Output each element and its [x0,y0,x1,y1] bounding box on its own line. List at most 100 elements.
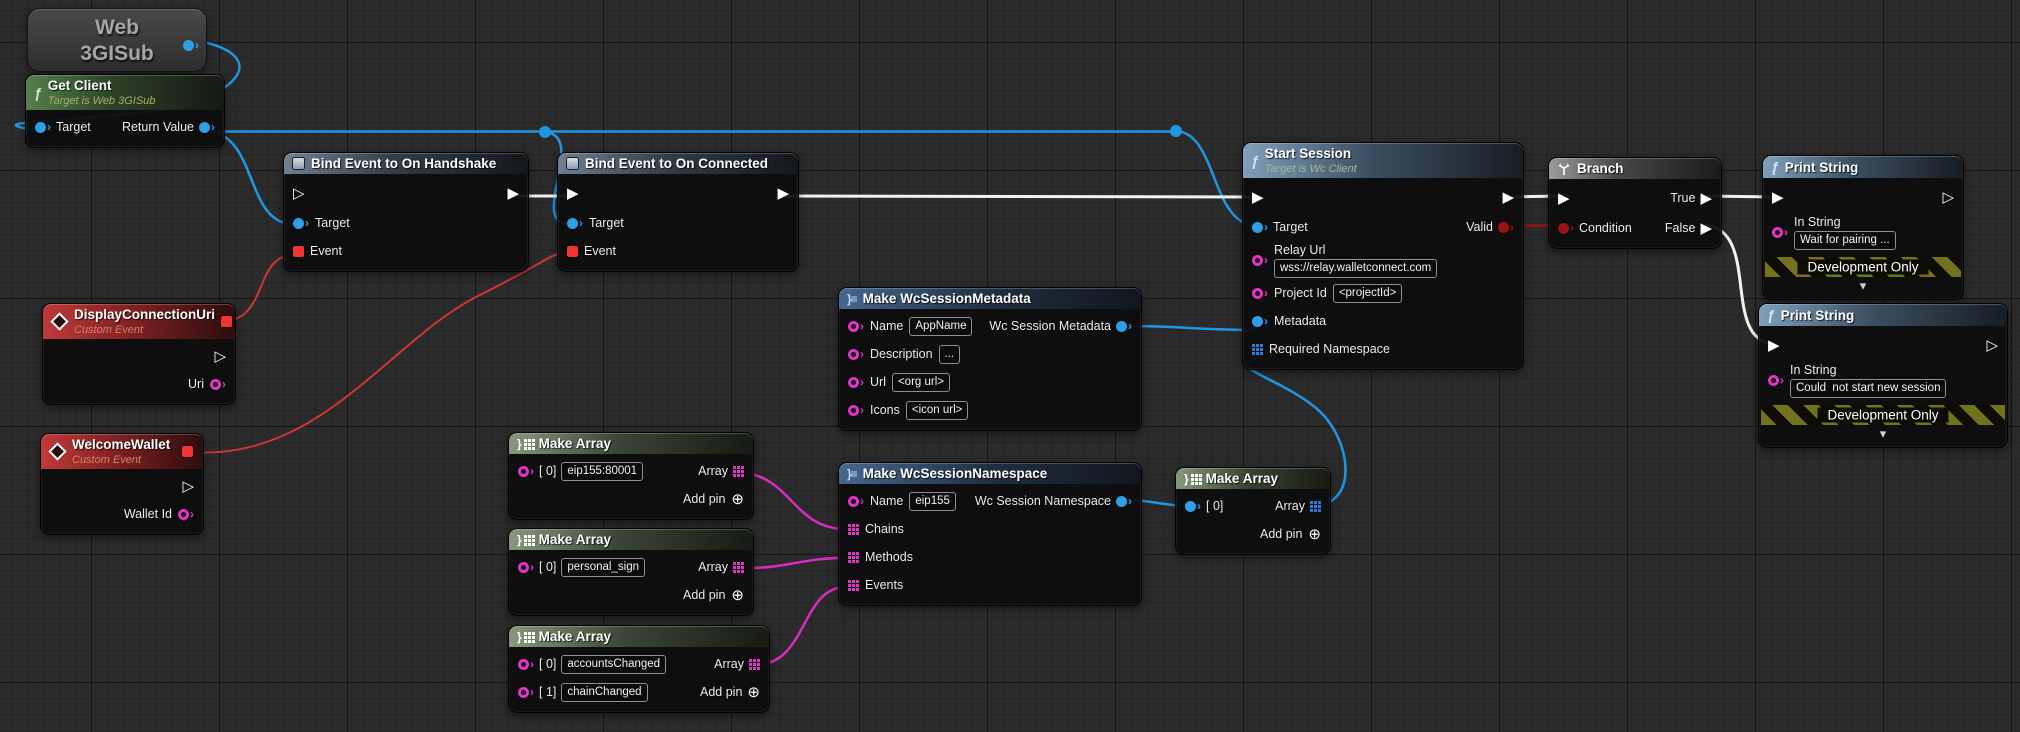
delegate-pin-icon[interactable] [567,245,578,257]
array-pin-icon[interactable] [848,579,859,591]
pin-element-0[interactable]: › [ 0] [1185,499,1223,513]
pin-element-0[interactable]: › [518,658,534,670]
pin-target[interactable]: › [567,217,583,229]
pin-element-0[interactable]: › [518,465,534,477]
pin-condition[interactable]: › Condition [1558,221,1632,235]
exec-out-pin[interactable]: ▷ [182,477,194,495]
reroute-node[interactable] [1170,125,1182,137]
pin-array-out[interactable]: Array [1275,499,1321,513]
node-make-array-chains[interactable]: } Make Array › [ 0] eip155:80001 Array A… [508,432,754,520]
url-field[interactable]: <org url> [891,372,950,392]
exec-in-pin[interactable]: ▶ [1252,188,1264,206]
node-header[interactable]: } Make Array [509,529,753,550]
exec-in-pin[interactable]: ▶ [1772,188,1784,206]
exec-out-pin[interactable]: ▶ [777,184,789,202]
node-welcome-wallet[interactable]: WelcomeWallet Custom Event ▷ Wallet Id › [40,433,204,536]
pin-metadata[interactable]: › [1252,315,1268,327]
delegate-output-pin[interactable] [221,316,233,328]
pin-in-string[interactable]: › [1768,374,1784,386]
element-1-field[interactable]: chainChanged [561,682,648,702]
pin-return-value[interactable]: Return Value › [122,120,215,134]
node-make-wcsessionmetadata[interactable]: }≡ Make WcSessionMetadata › Name AppName… [838,287,1142,431]
icons-field[interactable]: <icon url> [905,400,969,420]
element-0-field[interactable]: accountsChanged [561,654,667,674]
node-display-connection-uri[interactable]: DisplayConnectionUri Custom Event ▷ Uri … [42,303,236,406]
pin-array-out[interactable]: Array [714,657,760,671]
node-make-array-events[interactable]: } Make Array › [ 0] accountsChanged Arra… [508,625,770,713]
node-header[interactable]: ƒ Print String [1763,156,1963,178]
pin-target[interactable]: › Target [1252,220,1308,234]
pin-name[interactable]: › [848,320,864,332]
name-field[interactable]: AppName [909,316,973,336]
pin-wc-session-metadata-out[interactable]: Wc Session Metadata › [989,319,1132,333]
pin-wc-session-namespace-out[interactable]: Wc Session Namespace › [975,494,1132,508]
node-print-string-1[interactable]: ƒ Print String ▶ ▷ › In String Wait for … [1762,155,1964,300]
name-field[interactable]: eip155 [909,491,956,511]
relay-url-field[interactable]: wss://relay.walletconnect.com [1274,258,1438,278]
wire-exec-connected-session[interactable] [783,194,1259,199]
add-pin-icon[interactable]: ⊕ [731,491,744,508]
node-make-array-namespaces[interactable]: } Make Array › [ 0] Array Add pin ⊕ [1175,467,1331,555]
pin-relay-url[interactable]: › [1252,254,1268,266]
pin-wallet-id[interactable]: › [178,508,194,520]
exec-in-pin[interactable]: ▶ [1558,189,1570,207]
element-0-field[interactable]: personal_sign [561,557,645,577]
map-pin-icon[interactable] [1252,343,1263,355]
exec-in-pin[interactable]: ▶ [1768,336,1780,354]
in-string-field[interactable]: Wait for pairing ... [1794,230,1896,250]
delegate-pin-icon[interactable] [293,245,304,257]
collapse-chevron-icon[interactable]: ▾ [1879,426,1887,441]
node-header[interactable]: Branch [1549,158,1721,179]
node-bind-event-on-handshake[interactable]: Bind Event to On Handshake ▷ ▶ › Target … [283,152,529,272]
pin-url[interactable]: › [848,376,864,388]
pin-uri[interactable]: › [210,378,226,390]
pin-icons[interactable]: › [848,404,864,416]
node-header[interactable]: } Make Array [509,626,769,647]
variable-output-pin[interactable]: › [183,39,199,51]
node-print-string-2[interactable]: ƒ Print String ▶ ▷ › In String Could not… [1758,303,2008,448]
pin-false[interactable]: False ▶ [1665,221,1712,236]
pin-in-string[interactable]: › [1772,226,1788,238]
pin-valid[interactable]: Valid › [1466,220,1514,234]
add-pin-icon[interactable]: ⊕ [731,587,744,604]
description-field[interactable]: ... [938,344,961,364]
pin-array-out[interactable]: Array [698,464,744,478]
node-header[interactable]: }≡ Make WcSessionNamespace [839,463,1141,484]
pin-project-id[interactable]: › [1252,287,1268,299]
add-pin-icon[interactable]: ⊕ [1308,526,1321,543]
node-make-wcsessionnamespace[interactable]: }≡ Make WcSessionNamespace › Name eip155… [838,462,1142,606]
node-header[interactable]: } Make Array [1176,468,1330,489]
node-header[interactable]: Bind Event to On Connected [558,153,798,174]
delegate-output-pin[interactable] [182,446,193,458]
exec-out-pin[interactable]: ▷ [1942,188,1954,206]
pin-target[interactable]: › Target [35,120,91,134]
exec-in-pin[interactable]: ▶ [567,184,579,202]
pin-true[interactable]: True ▶ [1670,191,1712,206]
collapse-chevron-icon[interactable]: ▾ [1859,278,1867,293]
node-web3gisub-variable[interactable]: Web 3GISub › [27,8,207,72]
exec-out-pin[interactable]: ▷ [214,347,226,365]
pin-array-out[interactable]: Array [698,560,744,574]
node-header[interactable]: DisplayConnectionUri Custom Event [43,304,235,340]
reroute-node[interactable] [539,126,551,138]
node-start-session[interactable]: ƒ Start Session Target is Wc Client ▶ ▶ … [1242,142,1524,371]
pin-target[interactable]: › [293,217,309,229]
exec-out-pin[interactable]: ▶ [1502,188,1514,206]
node-header[interactable]: ƒ Start Session Target is Wc Client [1243,143,1523,179]
project-id-field[interactable]: <projectId> [1332,283,1403,303]
node-header[interactable]: Bind Event to On Handshake [284,153,528,174]
node-get-client[interactable]: ƒ Get Client Target is Web 3GISub › Targ… [25,74,225,149]
wire-welcomewallet-event[interactable] [189,252,573,454]
array-pin-icon[interactable] [848,551,859,563]
pin-element-1[interactable]: › [518,686,534,698]
exec-out-pin[interactable]: ▷ [1986,336,1998,354]
add-pin[interactable]: Add pin ⊕ [700,683,760,701]
exec-in-pin[interactable]: ▷ [293,184,305,202]
node-bind-event-on-connected[interactable]: Bind Event to On Connected ▶ ▶ › Target … [557,152,799,272]
node-header[interactable]: ƒ Print String [1759,304,2007,326]
node-make-array-methods[interactable]: } Make Array › [ 0] personal_sign Array … [508,528,754,616]
in-string-field[interactable]: Could not start new session [1790,378,1947,398]
pin-name[interactable]: › [848,495,864,507]
exec-out-pin[interactable]: ▶ [507,184,519,202]
